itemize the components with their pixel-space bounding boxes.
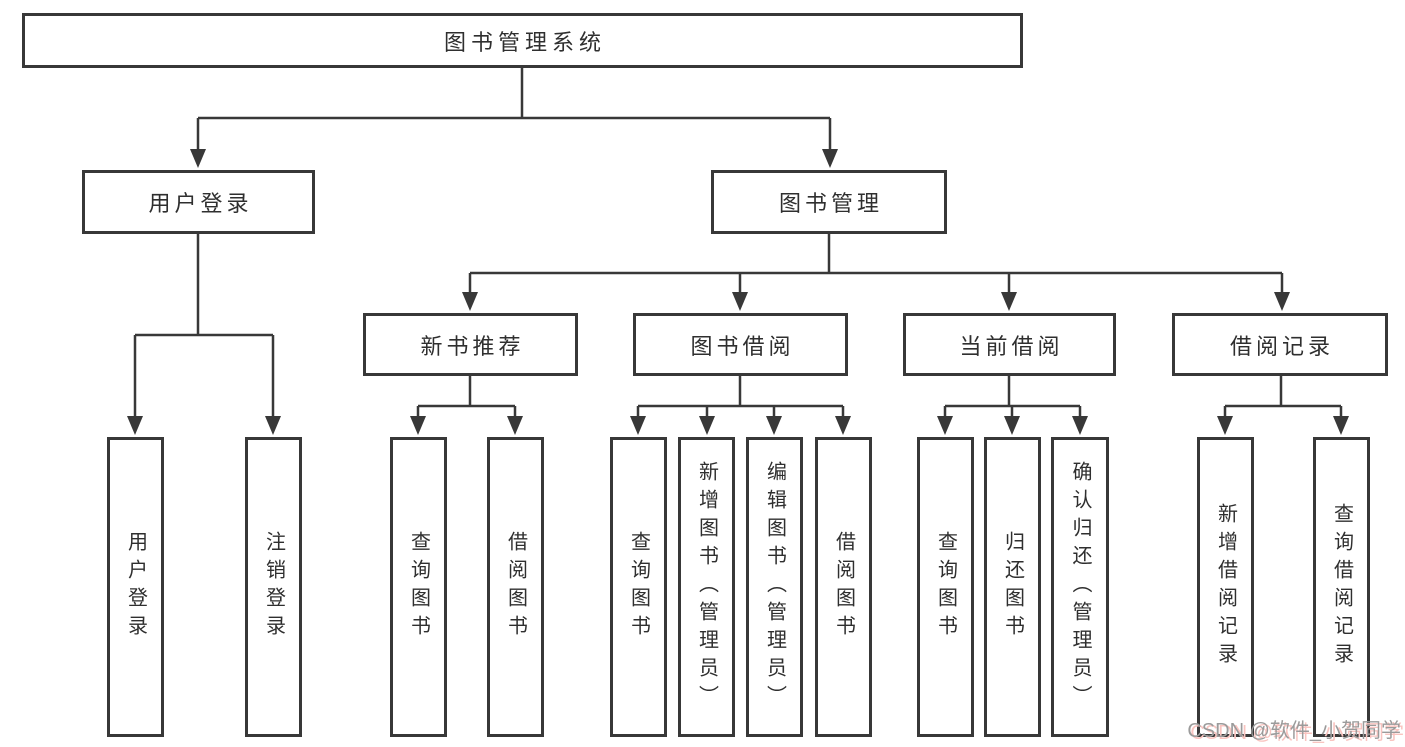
- leaf-current-return-book: 归还图书: [984, 437, 1041, 737]
- leaf-logout-login-label: 注销登录: [262, 531, 285, 643]
- leaf-borrow-borrow-book: 借阅图书: [815, 437, 872, 737]
- node-library-system-label: 图书管理系统: [443, 29, 606, 55]
- node-borrow-records: 借阅记录: [1172, 313, 1388, 376]
- leaf-records-add-record: 新增借阅记录: [1197, 437, 1254, 737]
- leaf-current-confirm-return-label: 确认归还（管理员）: [1069, 461, 1091, 713]
- leaf-borrow-borrow-book-label: 借阅图书: [832, 531, 855, 643]
- node-borrow-records-label: 借阅记录: [1229, 333, 1334, 359]
- leaf-logout-login: 注销登录: [245, 437, 302, 737]
- leaf-borrow-edit-book: 编辑图书（管理员）: [746, 437, 803, 737]
- leaf-recommend-borrow-book: 借阅图书: [487, 437, 544, 737]
- node-new-book-recommend-label: 新书推荐: [420, 333, 525, 359]
- leaf-borrow-add-book: 新增图书（管理员）: [678, 437, 735, 737]
- node-new-book-recommend: 新书推荐: [363, 313, 578, 376]
- arrowheads: [127, 149, 1349, 435]
- leaf-current-return-book-label: 归还图书: [1001, 531, 1024, 643]
- leaf-recommend-borrow-book-label: 借阅图书: [504, 531, 527, 643]
- node-book-management-label: 图书管理: [778, 191, 883, 216]
- csdn-watermark: CSDN @软件_小贺同学: [1187, 720, 1401, 742]
- leaf-recommend-query-book-label: 查询图书: [407, 531, 430, 643]
- node-book-management: 图书管理: [711, 170, 947, 234]
- leaf-borrow-query-book-label: 查询图书: [627, 531, 650, 643]
- node-book-borrow-label: 图书借阅: [690, 333, 795, 359]
- node-library-system: 图书管理系统: [22, 13, 1023, 68]
- leaf-recommend-query-book: 查询图书: [390, 437, 447, 737]
- leaf-user-login: 用户登录: [107, 437, 164, 737]
- leaf-user-login-label: 用户登录: [124, 531, 147, 643]
- leaf-current-query-book: 查询图书: [917, 437, 974, 737]
- tree-edges: [133, 68, 1343, 421]
- leaf-records-query-record: 查询借阅记录: [1313, 437, 1370, 737]
- leaf-current-confirm-return: 确认归还（管理员）: [1051, 437, 1109, 737]
- node-book-borrow: 图书借阅: [633, 313, 848, 376]
- node-current-borrow-label: 当前借阅: [959, 333, 1064, 359]
- leaf-records-add-record-label: 新增借阅记录: [1214, 503, 1237, 671]
- leaf-borrow-add-book-label: 新增图书（管理员）: [695, 461, 718, 713]
- node-current-borrow: 当前借阅: [903, 313, 1116, 376]
- leaf-current-query-book-label: 查询图书: [934, 531, 957, 643]
- node-user-login-label: 用户登录: [148, 191, 253, 216]
- leaf-records-query-record-label: 查询借阅记录: [1330, 503, 1353, 671]
- leaf-borrow-query-book: 查询图书: [610, 437, 667, 737]
- node-user-login: 用户登录: [82, 170, 315, 234]
- leaf-borrow-edit-book-label: 编辑图书（管理员）: [763, 461, 786, 713]
